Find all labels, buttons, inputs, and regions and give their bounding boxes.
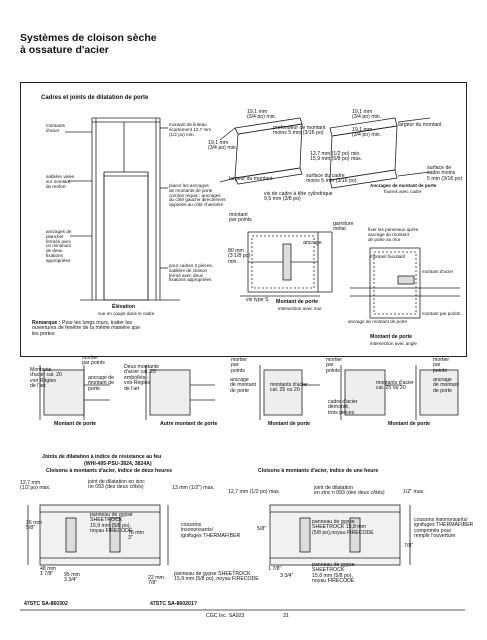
f2-ancrage-c: ancrage de montant de porte — [230, 377, 256, 394]
ancrages-subtitle: fournis avec cadre — [384, 189, 422, 194]
page-title-line2: à ossature d'acier — [20, 44, 109, 56]
ancrages-title: Ancrages de montant de porte — [370, 183, 437, 188]
label-ancrage: ancrage — [303, 240, 322, 246]
dim-surface: surface du cadre moins 5 mm (3/16 po) — [306, 173, 357, 185]
f3r-coussins: coussins insonorisants/ ignifuges THERMA… — [414, 517, 474, 540]
label-ancrages: ancrages de plancher fermés avec un mini… — [46, 229, 72, 263]
dim-vis: vis de cadre à tête cylindrique 9,5 mm (… — [264, 191, 333, 203]
f2-montants-e: montants d'acier cal. 25 ou 20 — [376, 380, 414, 392]
page-title-line1: Systèmes de cloison sèche — [20, 32, 157, 44]
dim-19-a: 19,1 mm (3/4 po) min. — [247, 109, 277, 121]
plan-subtitle: intersection avec mur — [278, 306, 322, 311]
f2-montants-c: montants d'acier cal. 25 ou 20 — [270, 382, 308, 394]
f3r-joint: joint de dilatation en zinc n 093 (des d… — [314, 485, 385, 497]
label-garniture: garniture métal — [333, 221, 354, 233]
f3r-12-7: 12,7 mm (1/2 po) max. — [228, 489, 281, 495]
f3r-58: 5/8" — [257, 526, 267, 532]
label-placer-ancrages: placer les ancrages de montants de porte… — [169, 183, 226, 208]
f2-mortier-d: mortier par points — [326, 357, 343, 374]
f3-joint: joint de dilatation en zinc no 093 (des … — [88, 479, 145, 491]
f2-mortier-c: mortier par points — [231, 357, 248, 374]
dim-80: 80 mm (3 1/8 po) min. — [228, 248, 251, 265]
label-montants: montants d'acier — [46, 123, 65, 133]
angle-title: Montant de porte — [370, 334, 413, 340]
label-vis-type-s: vis type S — [246, 297, 269, 303]
f3-stc-1: 47STC SA-860302 — [24, 601, 68, 607]
label-sablieres: sablière visée sur montant de renfort — [46, 174, 75, 189]
label-montant-d-acier: montant d'acier — [422, 269, 454, 274]
label-fixer-panneaux: fixer les panneaux après ancrage du mont… — [368, 227, 419, 242]
dim-largeur-2: largeur du montant — [398, 122, 442, 128]
angle-subtitle: intersection avec angle — [370, 341, 417, 346]
f2-montants-a: Montants d'acier cal. 20 voir Règles de … — [30, 367, 62, 390]
f3-13mm: 13 mm (1/2") max. — [172, 485, 215, 491]
elevation-title: Élévation — [112, 304, 136, 310]
label-montant-facultatif: montant facultatif — [370, 254, 405, 259]
f3r-panneau-2: panneau de gypse SHEETROCK 15,8 mm (5/8 … — [312, 562, 355, 585]
f3r-178: 1 7/8" — [268, 566, 282, 572]
f3r-panneau: panneau de gypse SHEETROCK 15,9 mm (5/8 … — [312, 519, 374, 536]
f3-title-3: Cloisons à montants d'acier, indice de d… — [46, 468, 173, 474]
dim-19-b: 19,1 mm (3/4 po) min. — [208, 140, 238, 152]
f3-panneau-2: panneau de gypse SHEETROCK 15,9 mm (5/8 … — [174, 571, 259, 583]
label-montant-par-points: montant par points — [229, 212, 252, 224]
figure-1-heading: Cadres et joints de dilatation de porte — [41, 95, 149, 101]
label-montant-linteau: montant de linteau écartement 12,7 mm (1… — [169, 122, 212, 137]
f2-title-a: Montant de porte — [54, 421, 97, 427]
f2-title-c: Montant de porte — [268, 421, 311, 427]
footer-brand: CGC Inc. SA923 — [206, 613, 245, 619]
f2-ancrage-e: ancrage de montant de porte — [433, 377, 459, 394]
f2-ancrage-a: ancrage de montant de porte — [88, 375, 114, 392]
dim-profondeur: profondeur de montant moins 5 mm (3/16 p… — [273, 125, 326, 137]
f3-stc-2: 47STC SA-860201? — [150, 601, 197, 607]
remarque-note: Remarque : Pour les longs murs, traiter … — [32, 320, 141, 337]
f2-cadre-acier: cadre d'acier démonté, trois pièces — [328, 399, 358, 416]
dim-19-d: 19,1 mm (3/4 po) min. — [352, 127, 382, 139]
label-ancrage-montant: ancrage de montant de porte — [348, 319, 407, 324]
f3-title-right: Cloisons à montants d'acier, indice de u… — [258, 468, 379, 474]
f2-title-b: Autre montant de porte — [160, 421, 218, 427]
f3-title-2: (WHI-495-PSU-3824, 3824A) — [84, 461, 152, 467]
f2-deux-montants: Deux montants d'acier cal. 20 emboîtés -… — [124, 364, 159, 392]
f3r-334: 3 3/4" — [280, 573, 294, 579]
f3r-78: 7/8" — [404, 543, 414, 549]
dim-12-7: 12,7 mm (1/2 po) min. 15,9 mm (5/8 po) m… — [310, 151, 363, 163]
dim-largeur: largeur du montant — [229, 176, 273, 182]
f2-title-e: Montant de porte — [388, 421, 431, 427]
dim-19-c: 19,1 mm (3/4 po) min. — [352, 109, 382, 121]
f3-coussins: coussins insonorisants/ ignifuges THERMA… — [181, 522, 241, 539]
footer-page-number: 31 — [283, 613, 289, 619]
elevation-subtitle: vue en coupe dans le cadre — [98, 311, 155, 316]
f3-76mm: 76 mm 3" — [128, 530, 144, 542]
figure-1-frame — [20, 82, 467, 357]
f3r-12max: 1/2" max. — [403, 489, 425, 495]
f2-mortier-a: mortier par points — [82, 355, 105, 367]
label-cadres-3-pieces: pour cadres 3 pièces, sablière de cloiso… — [169, 263, 213, 283]
f2-mortier-e: mortier par points — [433, 357, 450, 374]
label-montant-par-points-2: montant par points — [422, 311, 461, 316]
f3-panneau: panneau de gypse SHEETROCK 15,9 mm (5/8 … — [90, 512, 133, 535]
f3-title-1: Joints de dilatation à indice de résista… — [42, 454, 162, 460]
plan-title: Montant de porte — [276, 299, 319, 305]
f3-16mm: 16 mm 5/8" — [26, 520, 42, 532]
f3-95mm: 95 mm 3 3/4" — [64, 572, 80, 584]
dim-surface-2: surface de cadre moins 5 mm (3/16 po) — [427, 165, 463, 182]
f3-48mm: 48 mm 1 7/8" — [40, 566, 56, 578]
f3-dim-12-7: 12,7 mm (1/2 po) max. — [20, 480, 51, 492]
f3-22mm: 22 mm 7/8" — [148, 575, 164, 587]
